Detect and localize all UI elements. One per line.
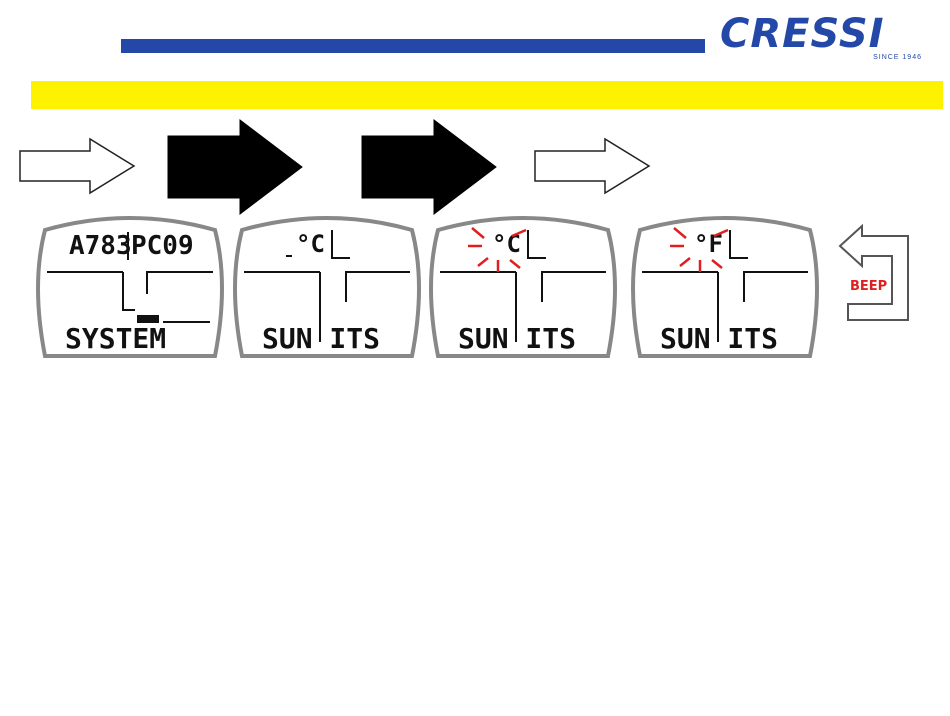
display-1-top-left: A783: [69, 231, 132, 261]
display-3-bottom: SUN ITS: [458, 322, 576, 355]
filled-arrow-icon: [360, 118, 500, 216]
logo-brand: CRESSI: [720, 14, 885, 54]
header-bar: [121, 39, 705, 53]
lcd-display-1: A783 PC09 SYSTEM: [35, 210, 225, 358]
return-arrow-icon: BEEP: [838, 224, 912, 322]
outline-arrow-icon: [18, 137, 138, 195]
lcd-display-4: °F SUN ITS: [630, 210, 820, 358]
beep-label: BEEP: [850, 279, 887, 294]
filled-arrow-icon: [166, 118, 306, 216]
display-1-bottom: SYSTEM: [65, 322, 166, 355]
display-2-unit: °C: [296, 230, 325, 258]
cressi-logo: CRESSI SINCE 1946: [716, 20, 936, 64]
title-band: [31, 81, 943, 109]
lcd-display-3: °C SUN ITS: [428, 210, 618, 358]
display-1-top-right: PC09: [131, 231, 194, 261]
logo-since: SINCE 1946: [873, 54, 922, 61]
outline-arrow-icon: [533, 137, 653, 195]
display-2-bottom: SUN ITS: [262, 322, 380, 355]
display-4-bottom: SUN ITS: [660, 322, 778, 355]
lcd-display-2: °C SUN ITS: [232, 210, 422, 358]
